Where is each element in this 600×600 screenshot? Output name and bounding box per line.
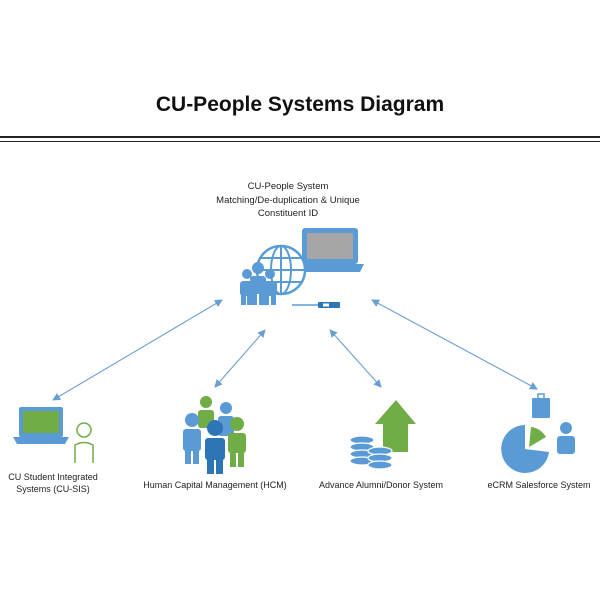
node-label-line: CU Student Integrated [8,472,98,482]
people-group-icon [183,396,246,474]
title-rule-thick [0,136,600,138]
computer-network-people-icon [240,228,364,308]
node-label-line: Systems (CU-SIS) [16,484,90,494]
laptop-user-icon [13,407,94,463]
coins-growth-icon [349,400,416,470]
connector-hcm [214,329,266,388]
node-label-ecrm: eCRM Salesforce System [478,479,600,491]
connector-ecrm [371,299,538,390]
center-label-line: Constituent ID [257,208,319,219]
title-rule-thin [0,141,600,142]
center-label-line: Matching/De-duplication & Unique [216,194,360,206]
node-label-line: Advance Alumni/Donor System [318,480,444,490]
node-label-line: eCRM Salesforce System [487,480,591,490]
center-label-line: CU-People System [247,181,329,192]
connector-cu-sis [52,299,223,401]
center-node-label: CU-People System Matching/De-duplication… [188,180,388,221]
diagram-title: CU-People Systems Diagram [155,93,445,116]
node-label-alumni: Advance Alumni/Donor System [306,479,456,491]
pie-chart-person-icon [501,393,575,473]
connector-alumni [329,329,382,388]
node-label-line: Human Capital Management (HCM) [143,480,287,490]
node-label-cu-sis: CU Student Integrated Systems (CU-SIS) [0,471,106,495]
node-label-hcm: Human Capital Management (HCM) [130,479,300,491]
connectors [52,299,538,401]
